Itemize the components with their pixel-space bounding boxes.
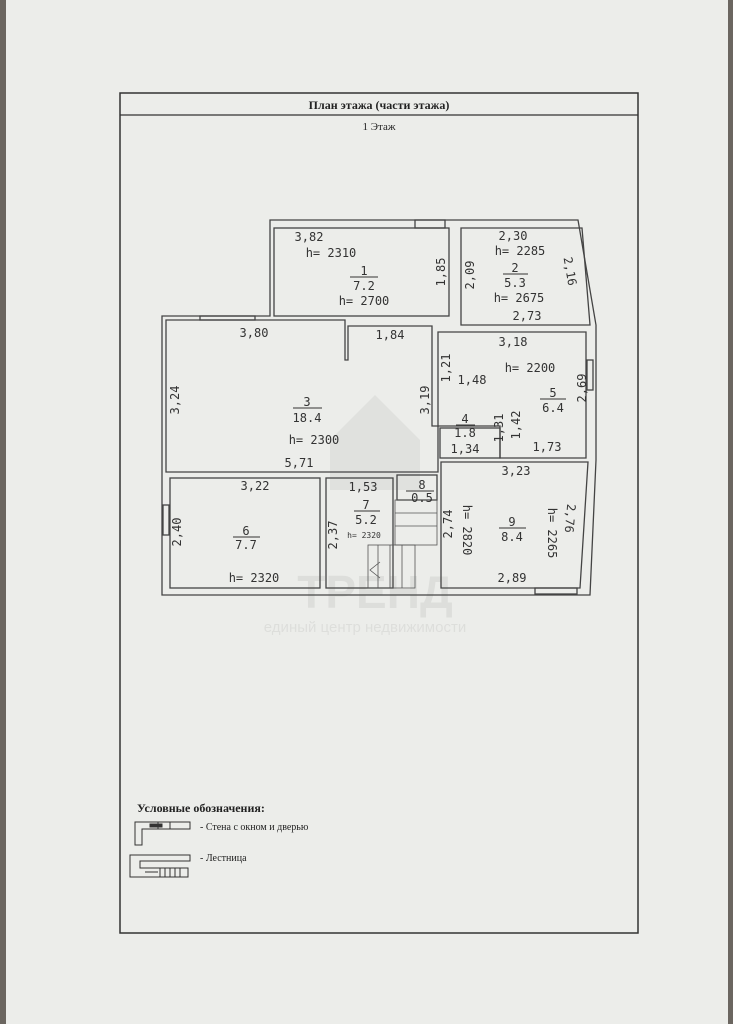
height-label: h= 2310 bbox=[306, 246, 357, 260]
height-label: h= 2320 bbox=[347, 531, 381, 540]
height-label: h= 2300 bbox=[289, 433, 340, 447]
dim-label: 5,71 bbox=[285, 456, 314, 470]
legend: Условные обозначения: - Стена с окном и … bbox=[129, 801, 309, 878]
room-area: 8.4 bbox=[501, 530, 523, 544]
dim-label: 3,19 bbox=[418, 386, 432, 415]
dim-label: 2,76 bbox=[562, 503, 578, 533]
height-label: h= 2675 bbox=[494, 291, 545, 305]
room-4: 4 1.8 1,31 1,34 bbox=[451, 412, 506, 456]
height-label: h= 2700 bbox=[339, 294, 390, 308]
room-area: 7.7 bbox=[235, 538, 257, 552]
watermark-brand: ТРЕНД bbox=[297, 566, 452, 618]
room-area: 0.5 bbox=[411, 491, 433, 505]
room-number: 9 bbox=[508, 515, 515, 529]
room-area: 18.4 bbox=[293, 411, 322, 425]
room-number: 5 bbox=[549, 386, 556, 400]
room-1: 3,82 h= 2310 1 7.2 h= 2700 1,85 bbox=[295, 230, 448, 308]
height-label: h= 2320 bbox=[229, 571, 280, 585]
page-frame bbox=[119, 92, 639, 934]
dim-label: 3,24 bbox=[168, 386, 182, 415]
height-label: h= 2285 bbox=[495, 244, 546, 258]
watermark: ТРЕНД единый центр недвижимости bbox=[264, 395, 466, 636]
watermark-house-icon bbox=[330, 395, 420, 490]
dim-label: 2,30 bbox=[499, 229, 528, 243]
dim-label: 3,80 bbox=[240, 326, 269, 340]
dim-label: 1,48 bbox=[458, 373, 487, 387]
room-5: 3,18 1,21 1,48 h= 2200 5 6.4 2,69 1,42 1… bbox=[439, 335, 589, 454]
floor-label: 1 Этаж bbox=[363, 121, 396, 133]
staircase bbox=[367, 499, 438, 589]
room-9: 3,23 2,74 h= 2820 9 8.4 h= 2265 2,76 2,8… bbox=[441, 464, 578, 585]
dim-label: 1,21 bbox=[439, 354, 453, 383]
dim-label: 2,74 bbox=[441, 510, 455, 539]
watermark-tagline: единый центр недвижимости bbox=[264, 619, 466, 636]
room-2: 2,30 h= 2285 2,09 2,16 2 5.3 h= 2675 2,7… bbox=[463, 229, 579, 323]
height-label: h= 2820 bbox=[460, 505, 474, 556]
dim-label: 2,16 bbox=[561, 256, 580, 287]
dim-label: 1,73 bbox=[533, 440, 562, 454]
legend-title: Условные обозначения: bbox=[137, 801, 265, 815]
room-area: 5.2 bbox=[355, 513, 377, 527]
dim-label: 2,73 bbox=[513, 309, 542, 323]
room-number: 3 bbox=[303, 395, 310, 409]
room-number: 2 bbox=[511, 261, 518, 275]
dim-label: 1,53 bbox=[349, 480, 378, 494]
room-number: 8 bbox=[418, 478, 425, 492]
room-area: 1.8 bbox=[454, 426, 476, 440]
room-area: 5.3 bbox=[504, 276, 526, 290]
room-number: 6 bbox=[242, 524, 249, 538]
dim-label: 1,31 bbox=[492, 414, 506, 443]
legend-item-wall: - Стена с окном и дверью bbox=[200, 822, 309, 833]
dim-label: 2,69 bbox=[575, 374, 589, 403]
plan-title: План этажа (части этажа) bbox=[309, 98, 450, 112]
room-number: 1 bbox=[360, 264, 367, 278]
room-number: 7 bbox=[362, 498, 369, 512]
dim-label: 2,37 bbox=[326, 521, 340, 550]
height-label: h= 2200 bbox=[505, 361, 556, 375]
dim-label: 2,89 bbox=[498, 571, 527, 585]
room-6: 3,22 2,40 6 7.7 h= 2320 bbox=[170, 479, 279, 585]
room-number: 4 bbox=[461, 412, 468, 426]
dim-label: 3,82 bbox=[295, 230, 324, 244]
dim-label: 2,40 bbox=[170, 518, 184, 547]
room-7: 1,53 7 5.2 h= 2320 2,37 bbox=[326, 480, 381, 549]
dim-label: 1,34 bbox=[451, 442, 480, 456]
dim-label: 3,23 bbox=[502, 464, 531, 478]
dim-label: 2,09 bbox=[463, 261, 477, 290]
room-3: 3,80 1,84 3,24 3,19 3 18.4 h= 2300 5,71 bbox=[168, 326, 432, 470]
dim-label: 3,18 bbox=[499, 335, 528, 349]
staircase-legend-icon bbox=[129, 854, 191, 878]
paper-sheet bbox=[6, 0, 728, 1024]
height-label: h= 2265 bbox=[545, 508, 559, 559]
room-area: 6.4 bbox=[542, 401, 564, 415]
dim-label: 1,85 bbox=[434, 258, 448, 287]
dim-label: 1,42 bbox=[509, 411, 523, 440]
room-area: 7.2 bbox=[353, 279, 375, 293]
wall-window-door-icon bbox=[134, 821, 191, 846]
walls bbox=[161, 219, 597, 596]
dim-label: 1,84 bbox=[376, 328, 405, 342]
room-8: 8 0.5 bbox=[406, 478, 434, 505]
dim-label: 3,22 bbox=[241, 479, 270, 493]
legend-item-stairs: - Лестница bbox=[200, 853, 247, 864]
